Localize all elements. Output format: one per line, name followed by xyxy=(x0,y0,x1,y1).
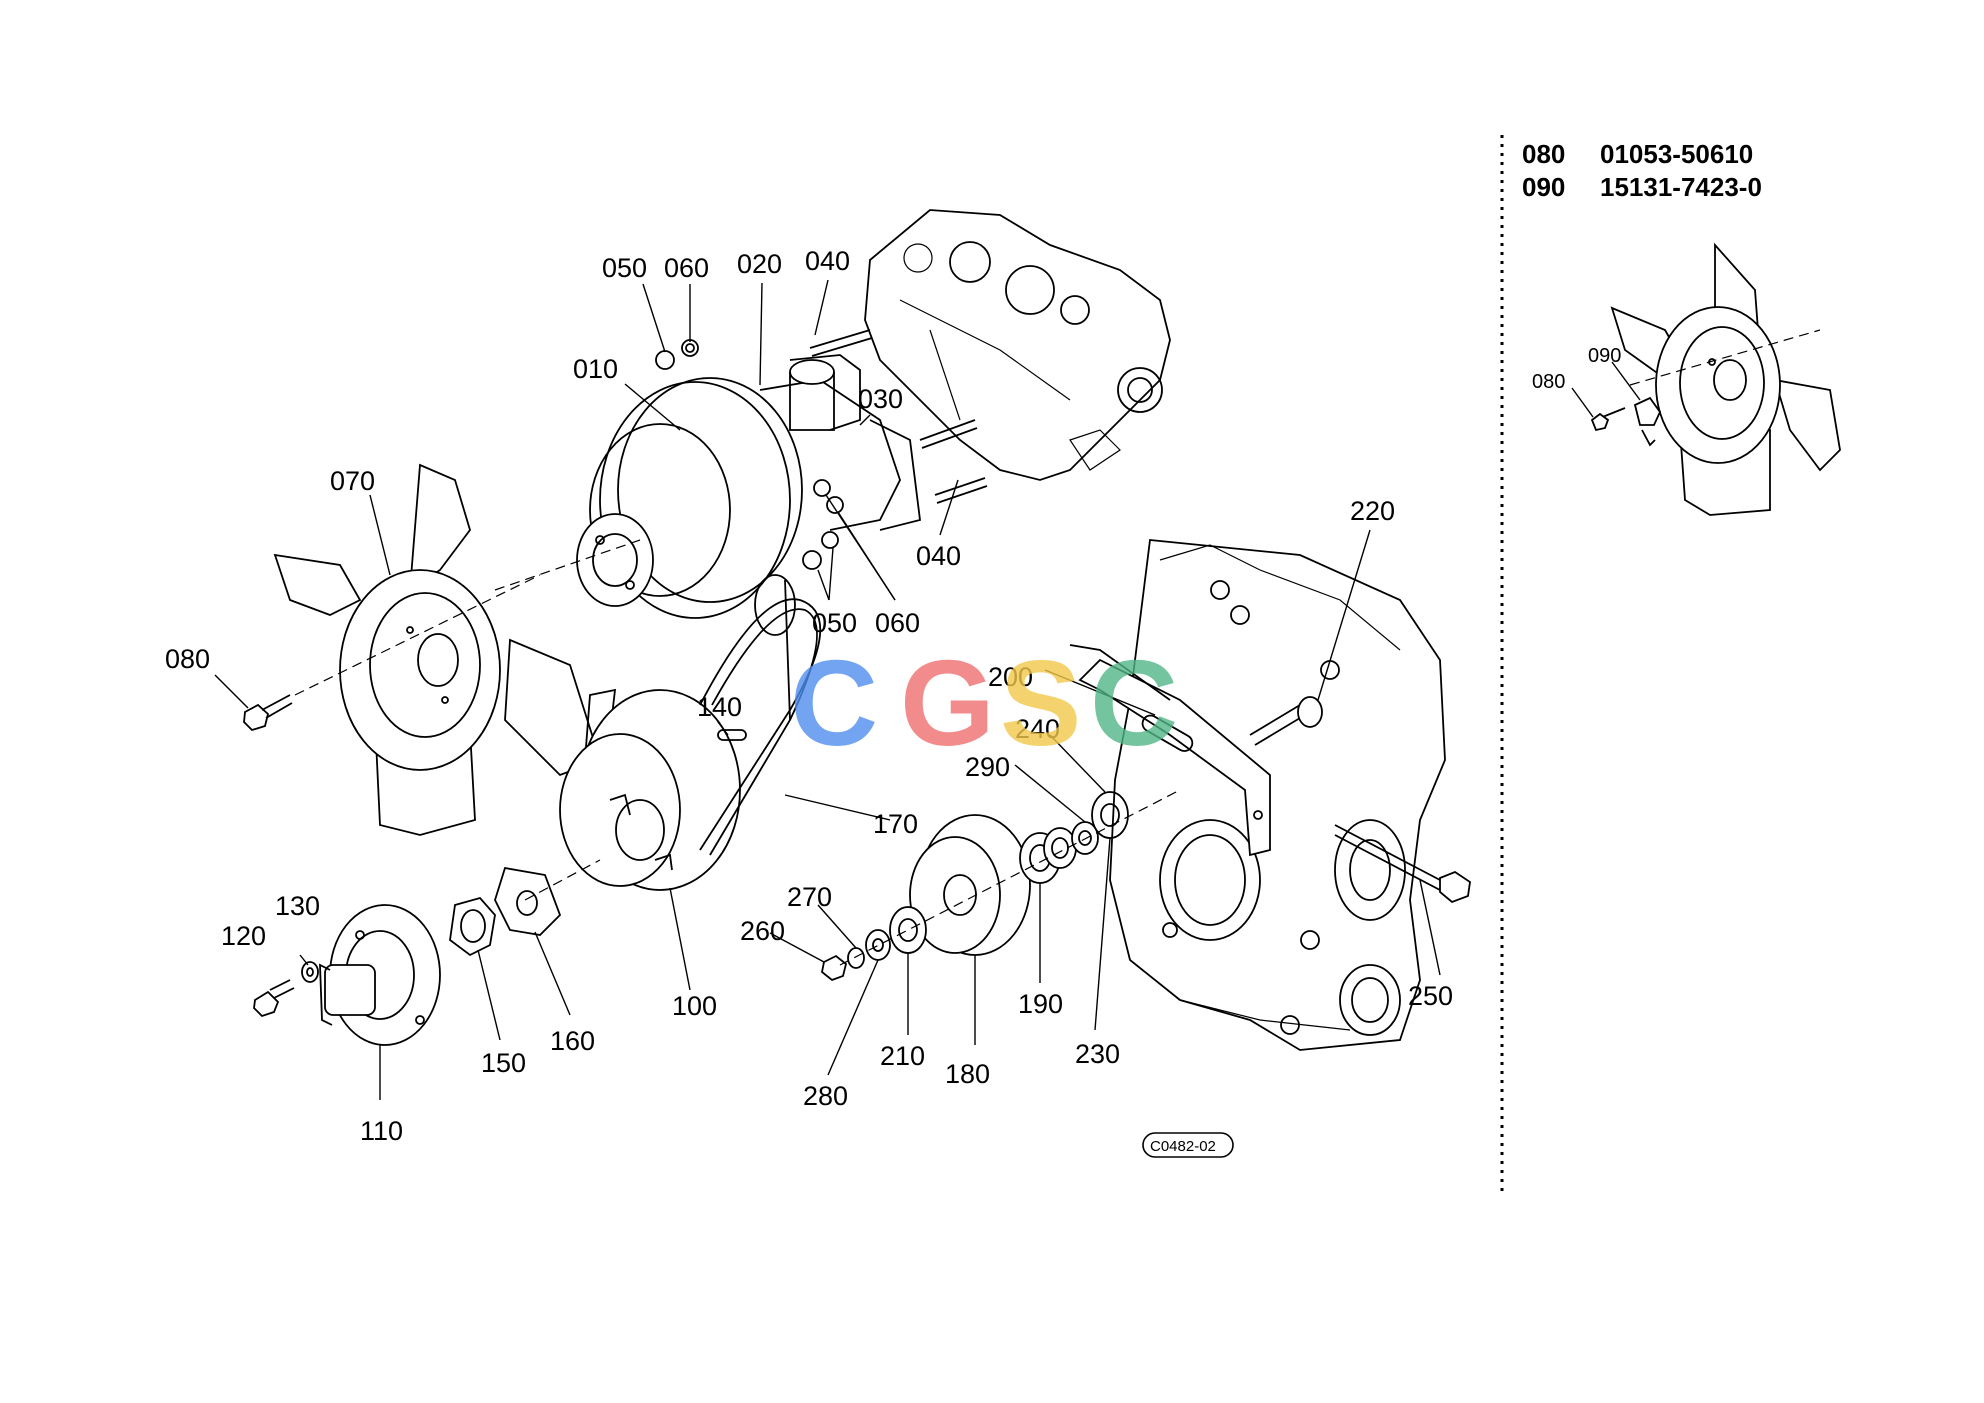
label-040: 040 xyxy=(805,246,850,276)
label-020: 020 xyxy=(737,249,782,279)
adjust-bolt xyxy=(1334,824,1471,904)
hub-bolt xyxy=(253,961,319,1018)
washer-230 xyxy=(1091,791,1129,839)
label-100: 100 xyxy=(672,991,717,1021)
tension-pulley xyxy=(909,814,1031,956)
label-230: 230 xyxy=(1075,1039,1120,1069)
label-040-b: 040 xyxy=(916,541,961,571)
label-290: 290 xyxy=(965,752,1010,782)
label-170: 170 xyxy=(873,809,918,839)
reference-table: 080 01053-50610 090 15131-7423-0 xyxy=(1522,139,1762,202)
watermark-letter-g: G xyxy=(900,635,995,771)
stud-bolts xyxy=(809,329,988,504)
fulcrum-bolt xyxy=(1249,696,1323,746)
label-160: 160 xyxy=(550,1026,595,1056)
diagram-code: C0482-02 xyxy=(1150,1138,1216,1155)
label-050-b: 050 xyxy=(812,608,857,638)
cooling-fan xyxy=(273,463,617,836)
part-labels: 050 060 020 040 010 030 040 050 060 070 … xyxy=(165,246,1453,1146)
watermark-letter-c2: C xyxy=(1090,635,1178,771)
label-200: 200 xyxy=(988,662,1033,692)
label-270: 270 xyxy=(787,882,832,912)
crank-pulley xyxy=(559,689,747,891)
ref-row-1-part: 01053-50610 xyxy=(1600,139,1753,169)
crank-nut xyxy=(449,859,601,957)
label-190: 190 xyxy=(1018,989,1063,1019)
inset-label-080: 080 xyxy=(1532,371,1565,393)
v-belt xyxy=(699,574,822,856)
label-260: 260 xyxy=(740,916,785,946)
inset-fan: 080 090 xyxy=(1532,242,1841,516)
nuts-washers xyxy=(655,339,844,570)
label-280: 280 xyxy=(803,1081,848,1111)
ref-row-2-ref: 090 xyxy=(1522,172,1565,202)
label-150: 150 xyxy=(481,1048,526,1078)
label-130: 130 xyxy=(275,891,320,921)
label-010: 010 xyxy=(573,354,618,384)
inset-label-090: 090 xyxy=(1588,345,1621,367)
diagram-code-badge: C0482-02 xyxy=(1142,1132,1234,1158)
label-250: 250 xyxy=(1408,981,1453,1011)
axis-alternator xyxy=(494,539,641,591)
gear-case xyxy=(1109,539,1446,1051)
watermark-letter-c1: C xyxy=(790,635,878,771)
leader-lines xyxy=(214,279,1441,1100)
label-120: 120 xyxy=(221,921,266,951)
crank-hub xyxy=(319,904,441,1046)
label-240: 240 xyxy=(1015,714,1060,744)
cylinder-head xyxy=(864,209,1171,481)
tension-bracket xyxy=(1069,644,1271,857)
watermark-letter-s: S xyxy=(1000,635,1081,771)
bearing-190 xyxy=(1019,827,1077,884)
label-070: 070 xyxy=(330,466,375,496)
label-110: 110 xyxy=(360,1116,403,1146)
ref-row-1-ref: 080 xyxy=(1522,139,1565,169)
ref-row-2-part: 15131-7423-0 xyxy=(1600,172,1762,202)
label-180: 180 xyxy=(945,1059,990,1089)
label-060-b: 060 xyxy=(875,608,920,638)
watermark: C G S C xyxy=(790,635,1178,771)
label-140: 140 xyxy=(697,692,742,722)
label-060: 060 xyxy=(664,253,709,283)
label-080: 080 xyxy=(165,644,210,674)
label-030: 030 xyxy=(858,384,903,414)
alternator xyxy=(576,354,921,619)
label-210: 210 xyxy=(880,1041,925,1071)
label-050: 050 xyxy=(602,253,647,283)
label-220: 220 xyxy=(1350,496,1395,526)
fan-bolt xyxy=(243,574,541,732)
